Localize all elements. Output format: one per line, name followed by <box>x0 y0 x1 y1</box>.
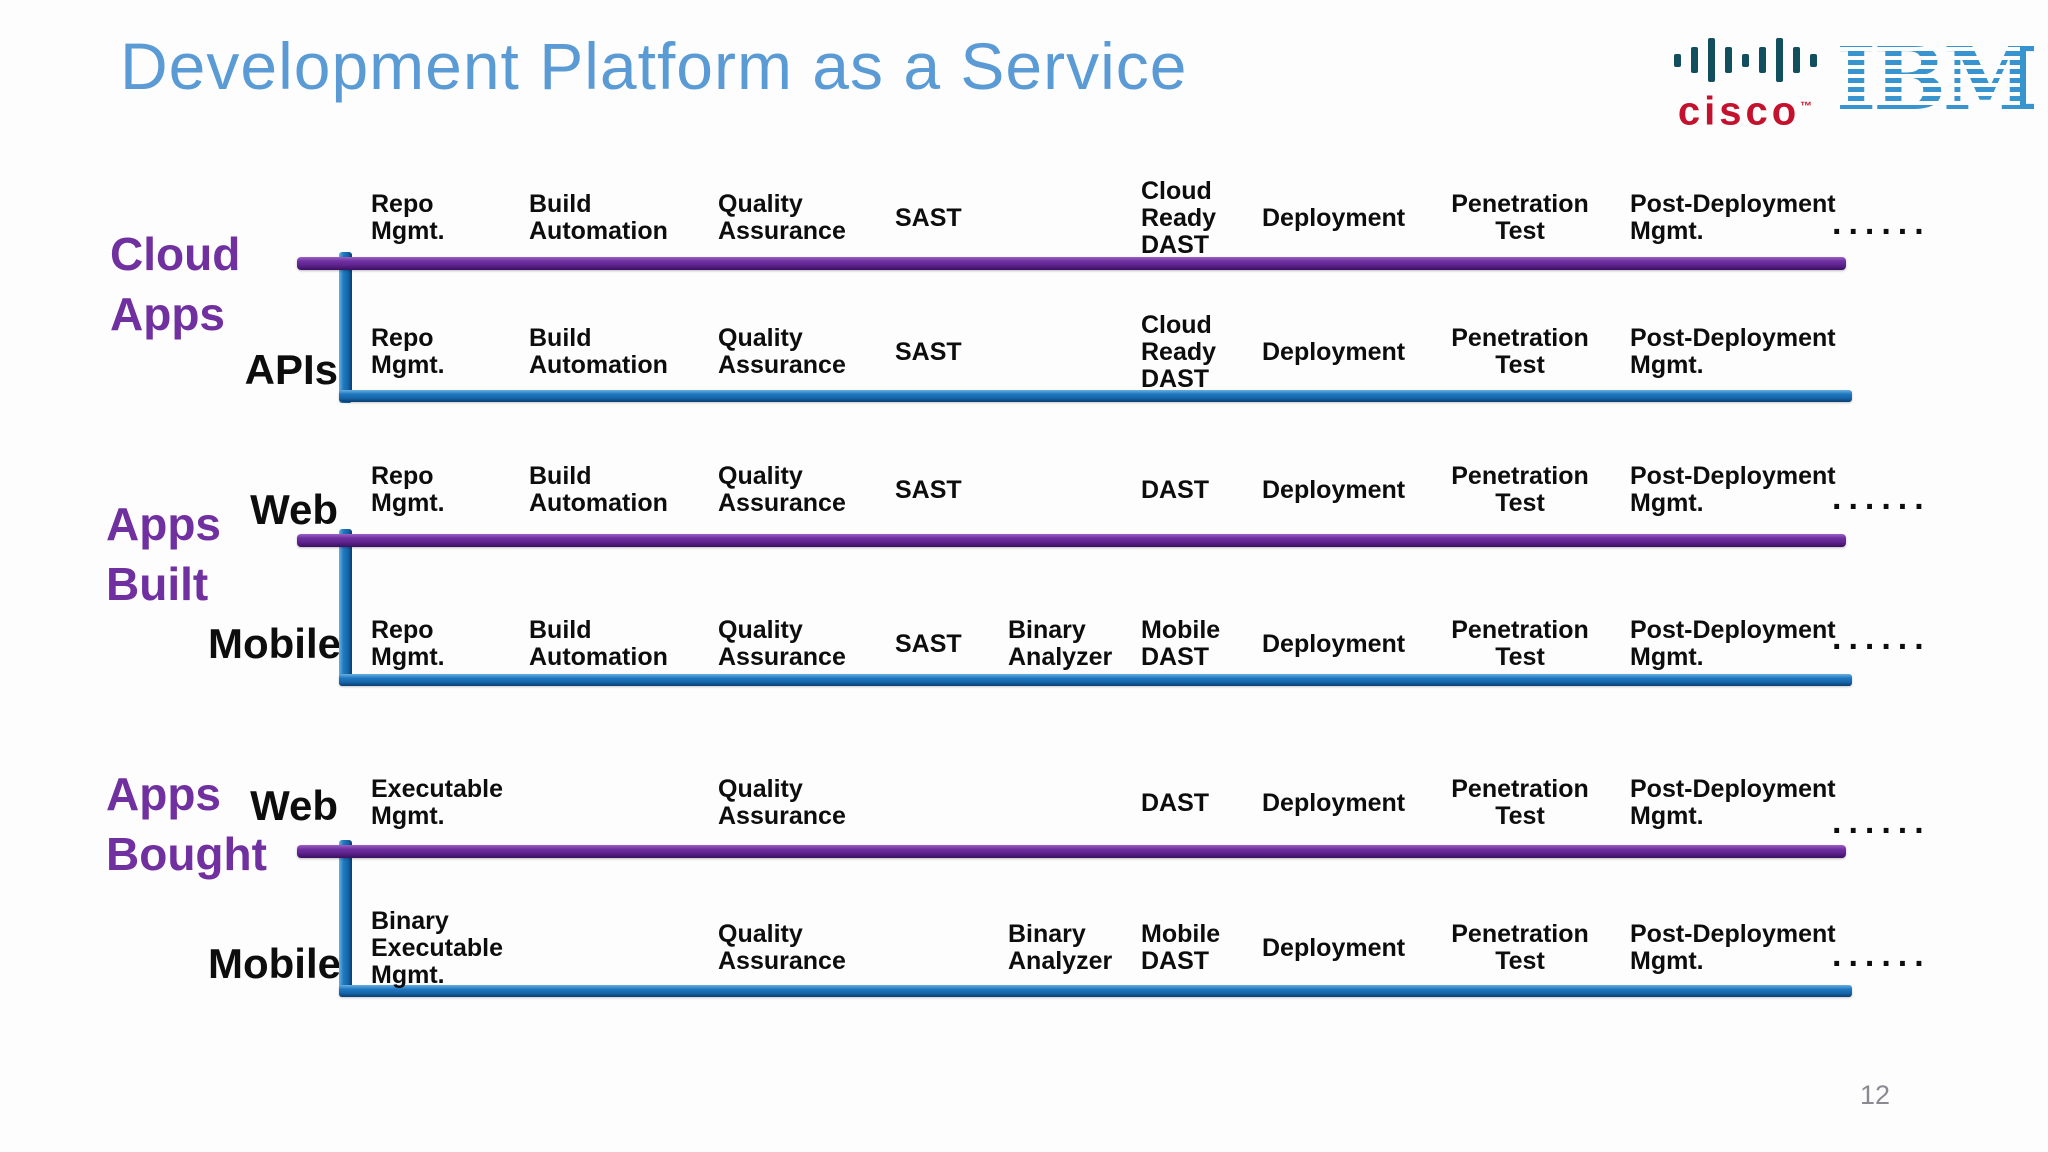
ellipsis-dots: ...... <box>1832 936 1931 974</box>
stage-sast: SAST <box>895 475 962 504</box>
cisco-text: cisco <box>1677 89 1801 134</box>
stage-penetration-test: Penetration Test <box>1451 190 1589 245</box>
stage-mobile-dast: Mobile DAST <box>1141 920 1221 975</box>
stage-build-automation: Build Automation <box>529 190 668 245</box>
ellipsis-dots: ...... <box>1832 619 1931 657</box>
stage-deployment: Deployment <box>1262 788 1406 817</box>
stage-quality-assurance: Quality Assurance <box>718 616 846 671</box>
stage-binary-analyzer: Binary Analyzer <box>1008 920 1113 975</box>
stage-post-deployment-mgmt: Post-Deployment Mgmt. <box>1630 920 1836 975</box>
stage-dast: DAST <box>1141 475 1210 504</box>
ellipsis-dots: ...... <box>1832 803 1931 841</box>
row-label-web-bought: Web <box>250 782 338 829</box>
group-label-cloud-apps: Cloud Apps <box>110 228 241 340</box>
timeline-purple-cloud-apps <box>297 257 1846 270</box>
group-label-apps-bought: Apps Bought <box>106 768 267 880</box>
stage-quality-assurance: Quality Assurance <box>718 324 846 379</box>
connector-line-apps-built <box>339 529 352 686</box>
ibm-text: IBM <box>1836 29 2038 130</box>
stage-penetration-test: Penetration Test <box>1451 324 1589 379</box>
row-label-mobile-built: Mobile <box>208 620 341 667</box>
stage-penetration-test: Penetration Test <box>1451 775 1589 830</box>
ibm-logo: IBM <box>1834 34 2038 126</box>
timeline-blue-mobile-bought <box>339 985 1852 997</box>
slide-title: Development Platform as a Service <box>120 29 1188 103</box>
stage-deployment: Deployment <box>1262 203 1406 232</box>
row-label-mobile-bought: Mobile <box>208 940 341 987</box>
stage-sast: SAST <box>895 629 962 658</box>
cisco-trademark: ™ <box>1800 99 1813 113</box>
stage-cloud-ready-dast: Cloud Ready DAST <box>1141 310 1217 393</box>
stage-post-deployment-mgmt: Post-Deployment Mgmt. <box>1630 462 1836 517</box>
stage-quality-assurance: Quality Assurance <box>718 920 846 975</box>
stage-sast: SAST <box>895 203 962 232</box>
stage-deployment: Deployment <box>1262 629 1406 658</box>
stage-post-deployment-mgmt: Post-Deployment Mgmt. <box>1630 324 1836 379</box>
stage-executable-mgmt: Executable Mgmt. <box>371 775 504 830</box>
ellipsis-dots: ...... <box>1832 479 1931 517</box>
timeline-blue-mobile-built <box>339 674 1852 686</box>
stage-sast: SAST <box>895 337 962 366</box>
stage-binary-executable-mgmt: Binary Executable Mgmt. <box>371 906 504 989</box>
stage-penetration-test: Penetration Test <box>1451 616 1589 671</box>
stage-quality-assurance: Quality Assurance <box>718 190 846 245</box>
stage-cloud-ready-dast: Cloud Ready DAST <box>1141 176 1217 259</box>
connector-line-cloud-apps <box>339 252 352 403</box>
stage-build-automation: Build Automation <box>529 616 668 671</box>
stage-build-automation: Build Automation <box>529 462 668 517</box>
row-label-apis: APIs <box>244 346 338 393</box>
stage-repo-mgmt: Repo Mgmt. <box>371 462 445 517</box>
stage-build-automation: Build Automation <box>529 324 668 379</box>
stage-deployment: Deployment <box>1262 933 1406 962</box>
cisco-bars-icon <box>1662 36 1828 84</box>
stage-mobile-dast: Mobile DAST <box>1141 616 1221 671</box>
timeline-purple-web-built <box>297 534 1846 547</box>
connector-line-apps-bought <box>339 840 352 997</box>
stage-deployment: Deployment <box>1262 475 1406 504</box>
row-label-web-built: Web <box>250 486 338 533</box>
timeline-purple-web-bought <box>297 845 1846 858</box>
stage-repo-mgmt: Repo Mgmt. <box>371 616 445 671</box>
stage-dast: DAST <box>1141 788 1210 817</box>
stage-penetration-test: Penetration Test <box>1451 462 1589 517</box>
stage-deployment: Deployment <box>1262 337 1406 366</box>
cisco-wordmark: cisco™ <box>1662 84 1828 133</box>
page-number: 12 <box>1860 1080 1891 1110</box>
stage-post-deployment-mgmt: Post-Deployment Mgmt. <box>1630 775 1836 830</box>
stage-post-deployment-mgmt: Post-Deployment Mgmt. <box>1630 616 1836 671</box>
stage-repo-mgmt: Repo Mgmt. <box>371 324 445 379</box>
stage-penetration-test: Penetration Test <box>1451 920 1589 975</box>
stage-binary-analyzer: Binary Analyzer <box>1008 616 1113 671</box>
group-label-apps-built: Apps Built <box>106 498 221 610</box>
stage-repo-mgmt: Repo Mgmt. <box>371 190 445 245</box>
stage-quality-assurance: Quality Assurance <box>718 775 846 830</box>
stage-post-deployment-mgmt: Post-Deployment Mgmt. <box>1630 190 1836 245</box>
cisco-logo: cisco™ <box>1662 36 1828 133</box>
timeline-blue-apis <box>339 390 1852 402</box>
ellipsis-dots: ...... <box>1832 204 1931 242</box>
stage-quality-assurance: Quality Assurance <box>718 462 846 517</box>
